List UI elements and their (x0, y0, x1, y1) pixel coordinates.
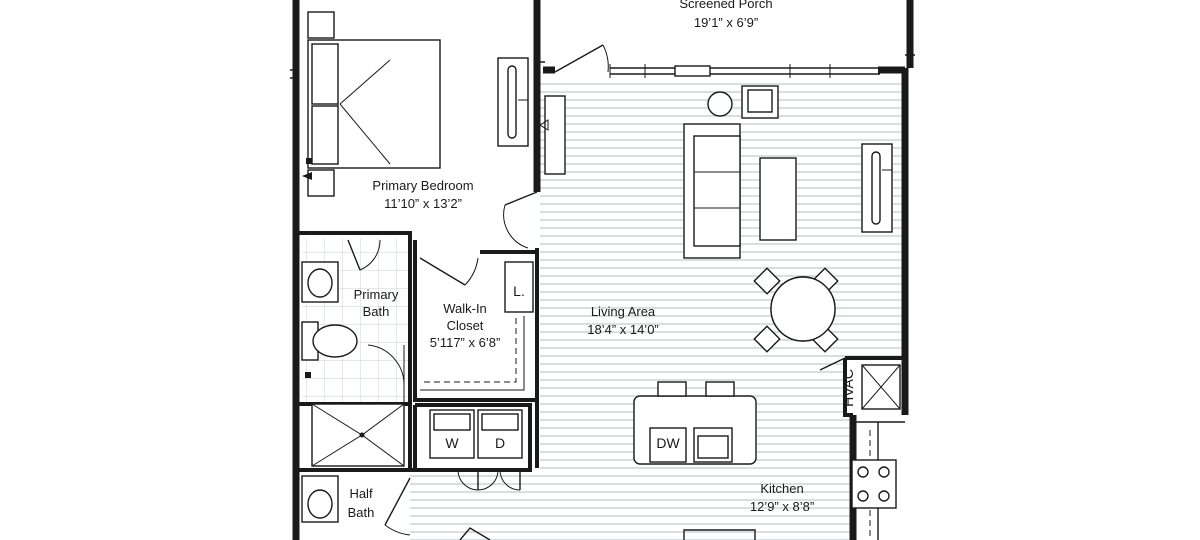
nightstand-bottom (302, 169, 335, 197)
bedroom-door[interactable] (503, 191, 538, 249)
laundry-doors[interactable] (457, 469, 521, 491)
half-bath-label-2: Bath (348, 505, 375, 520)
dryer-label: D (495, 435, 505, 451)
range-stove (851, 459, 897, 509)
porch-door[interactable] (554, 44, 609, 73)
dining-table (753, 267, 839, 353)
washer-label: W (445, 435, 459, 451)
linen-shelf (504, 261, 534, 313)
nightstand-top (307, 11, 335, 39)
bar-stools (657, 381, 735, 397)
half-bath-label-1: Half (349, 486, 373, 501)
closet-door[interactable] (419, 257, 479, 286)
hvac-label: HVAC (840, 369, 856, 407)
media-console (861, 143, 893, 233)
porch-name: Screened Porch (679, 0, 772, 11)
bedroom-outlet-icon (306, 158, 312, 164)
living-dims: 18’4” x 14’0” (587, 322, 659, 337)
closet-label-2: Closet (447, 318, 484, 333)
armchair (741, 85, 779, 119)
bath-vanity-sink (301, 261, 339, 303)
living-tv-console (539, 95, 566, 175)
wall-notches (290, 54, 915, 79)
closet-label-1: Walk-In (443, 301, 487, 316)
kitchen-name: Kitchen (760, 481, 803, 496)
linen-label: L. (513, 283, 525, 299)
hvac-closet (819, 357, 901, 410)
shower-door[interactable] (367, 344, 405, 404)
washer (429, 409, 475, 459)
bed (307, 39, 441, 169)
coffee-table (759, 157, 797, 241)
porch-dims: 19’1” x 6’9” (694, 15, 758, 30)
half-bath-door[interactable] (384, 477, 411, 536)
closet-dims: 5’117” x 6’8” (430, 335, 501, 350)
closet-rod (420, 316, 525, 391)
bath-door[interactable] (347, 239, 381, 271)
side-table (707, 91, 733, 117)
primary-bedroom-name: Primary Bedroom (372, 178, 473, 193)
primary-bath-label-2: Bath (363, 304, 390, 319)
shower (311, 403, 405, 467)
dryer (477, 409, 523, 459)
half-bath-sink (301, 475, 339, 523)
bath-outlet-icon (305, 372, 311, 378)
living-name: Living Area (591, 304, 656, 319)
dishwasher-label: DW (656, 435, 680, 451)
toilet (301, 321, 358, 361)
primary-bath-label-1: Primary (354, 287, 399, 302)
kitchen-island (633, 395, 757, 465)
bottom-counter (459, 527, 756, 540)
porch-sliding-door (609, 64, 880, 78)
primary-bedroom-dims: 11’10” x 13’2” (384, 196, 462, 211)
sofa (683, 123, 741, 259)
tv-console (497, 57, 529, 147)
kitchen-dims: 12’9” x 8’8” (750, 499, 814, 514)
